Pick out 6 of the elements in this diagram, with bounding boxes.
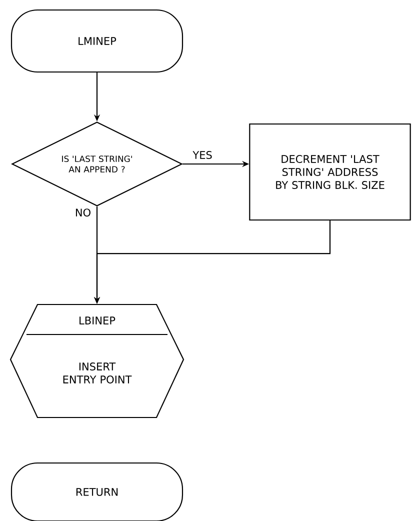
edge-label: YES bbox=[192, 150, 214, 160]
terminal-box: RETURN bbox=[10, 462, 184, 521]
terminal-box: LMINEP bbox=[10, 9, 184, 73]
edge-label: NO bbox=[74, 208, 92, 218]
subroutine-hexagon: LBINEP INSERT ENTRY POINT bbox=[10, 304, 184, 418]
process-box: DECREMENT 'LAST STRING' ADDRESS BY STRING BLK. SIZE bbox=[249, 123, 411, 221]
